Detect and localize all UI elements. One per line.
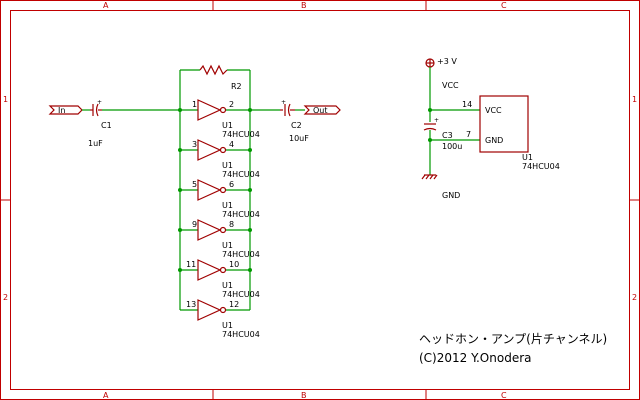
power-unit-u1: 14 VCC 7 GND U1 74HCU04 — [462, 95, 560, 171]
power-supply-symbol: +3 V — [425, 57, 457, 68]
title-block: ヘッドホン・アンプ(片チャンネル) (C)2012 Y.Onodera — [419, 332, 607, 365]
svg-text:GND: GND — [485, 136, 503, 145]
svg-text:12: 12 — [229, 300, 239, 309]
svg-text:74HCU04: 74HCU04 — [222, 210, 260, 219]
svg-text:+: + — [281, 99, 286, 106]
svg-text:4: 4 — [229, 140, 234, 149]
c2-value: 10uF — [289, 134, 309, 143]
supply-label: +3 V — [437, 57, 457, 66]
col-label-b-bottom: B — [301, 391, 307, 400]
svg-text:10: 10 — [229, 260, 239, 269]
col-label-a-top: A — [103, 1, 109, 10]
svg-text:74HCU04: 74HCU04 — [522, 162, 560, 171]
c1-value: 1uF — [88, 139, 103, 148]
svg-text:+: + — [434, 117, 439, 124]
svg-text:14: 14 — [462, 100, 472, 109]
inverter-u1e: 11 10 U1 74HCU04 — [180, 259, 260, 299]
row-label-2-left: 2 — [3, 293, 8, 302]
row-label-1-left: 1 — [3, 95, 8, 104]
svg-text:U1: U1 — [222, 201, 233, 210]
inverter-u1c: 5 6 U1 74HCU04 — [180, 179, 260, 219]
svg-text:8: 8 — [229, 220, 234, 229]
svg-text:Out: Out — [313, 106, 328, 115]
col-label-c-top: C — [501, 1, 507, 10]
svg-text:3: 3 — [192, 140, 197, 149]
inverter-u1a: 1 2 U1 74HCU04 — [180, 99, 260, 139]
copyright-text: (C)2012 Y.Onodera — [419, 351, 532, 365]
svg-text:74HCU04: 74HCU04 — [222, 330, 260, 339]
svg-text:2: 2 — [229, 100, 234, 109]
svg-text:6: 6 — [229, 180, 234, 189]
c1-ref: C1 — [101, 121, 112, 130]
r2-ref: R2 — [231, 82, 242, 91]
svg-text:7: 7 — [466, 130, 471, 139]
inverter-u1f: 13 12 U1 74HCU04 — [180, 299, 260, 339]
svg-text:U1: U1 — [222, 161, 233, 170]
gnd-net-label: GND — [442, 191, 460, 200]
svg-text:74HCU04: 74HCU04 — [222, 250, 260, 259]
svg-text:74HCU04: 74HCU04 — [222, 170, 260, 179]
input-port: In — [48, 105, 90, 115]
svg-text:5: 5 — [192, 180, 197, 189]
c3-ref: C3 — [442, 131, 453, 140]
vcc-net-label: VCC — [442, 81, 459, 90]
title-text: ヘッドホン・アンプ(片チャンネル) — [419, 332, 607, 346]
output-port: Out — [303, 105, 341, 115]
row-label-1-right: 1 — [632, 95, 637, 104]
col-label-c-bottom: C — [501, 391, 507, 400]
svg-text:74HCU04: 74HCU04 — [222, 130, 260, 139]
svg-text:U1: U1 — [222, 121, 233, 130]
capacitor-c3: + C3 100u — [423, 110, 462, 175]
svg-text:U1: U1 — [222, 281, 233, 290]
svg-text:+: + — [97, 99, 102, 106]
row-label-2-right: 2 — [632, 293, 637, 302]
inverter-u1b: 3 4 U1 74HCU04 — [180, 139, 260, 179]
svg-text:1: 1 — [192, 100, 197, 109]
resistor-r2: R2 — [180, 64, 250, 91]
svg-text:U1: U1 — [222, 241, 233, 250]
capacitor-c2: + C2 10uF — [280, 99, 309, 143]
col-label-b-top: B — [301, 1, 307, 10]
col-label-a-bottom: A — [103, 391, 109, 400]
ground-symbol: GND — [421, 174, 460, 200]
inverter-u1d: 9 8 U1 74HCU04 — [180, 219, 260, 259]
svg-text:74HCU04: 74HCU04 — [222, 290, 260, 299]
c3-value: 100u — [442, 142, 462, 151]
capacitor-c1: + C1 1uF — [88, 99, 112, 148]
svg-text:11: 11 — [186, 260, 196, 269]
svg-text:VCC: VCC — [485, 106, 502, 115]
c2-ref: C2 — [291, 121, 302, 130]
svg-text:9: 9 — [192, 220, 197, 229]
svg-text:U1: U1 — [522, 153, 533, 162]
svg-text:In: In — [58, 106, 65, 115]
svg-text:13: 13 — [186, 300, 196, 309]
svg-text:U1: U1 — [222, 321, 233, 330]
